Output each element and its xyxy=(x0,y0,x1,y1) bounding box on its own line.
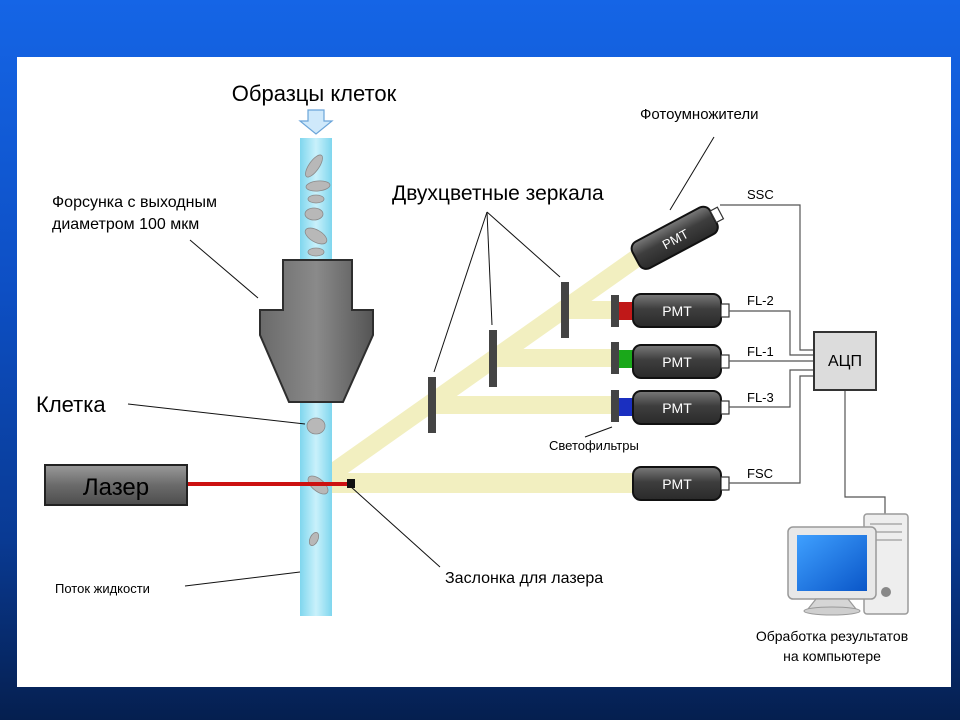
laser-body xyxy=(44,464,188,506)
nozzle-label-line2: диаметром 100 мкм xyxy=(52,216,199,233)
computer-label-line2: на компьютере xyxy=(783,648,881,664)
adc-box xyxy=(813,331,877,391)
channel-fsc-label: FSC xyxy=(747,466,773,481)
pmt-fl1-label: PMT xyxy=(662,354,692,370)
filter-fl1 xyxy=(619,350,633,368)
mirror-1 xyxy=(428,377,436,433)
cell-label: Клетка xyxy=(36,392,106,417)
filter-fl2 xyxy=(619,302,633,320)
optical-filters xyxy=(611,295,633,422)
pmt-ssc: PMT xyxy=(630,205,725,270)
nozzle-label-line1: Форсунка с выходным xyxy=(52,194,217,211)
pmt-fl2: PMT xyxy=(632,293,730,328)
pmt-fl2-label: PMT xyxy=(662,303,692,319)
dichroic-mirrors xyxy=(428,282,569,433)
mirror-2 xyxy=(489,330,497,387)
pmt-fl1: PMT xyxy=(632,344,730,379)
sample-input-arrow xyxy=(298,109,334,135)
photomultipliers-label: Фотоумножители xyxy=(640,106,758,123)
samples-label: Образцы клеток xyxy=(232,81,397,106)
channel-fl1-label: FL-1 xyxy=(747,344,774,359)
laser-stop xyxy=(347,479,355,488)
leader-lines xyxy=(127,136,715,587)
filter-fl2-holder xyxy=(611,295,619,327)
mirror-3 xyxy=(561,282,569,338)
light-paths xyxy=(312,242,654,493)
dichroic-mirrors-label: Двухцветные зеркала xyxy=(392,182,604,205)
laser-label: Лазер xyxy=(83,474,149,501)
filters-label: Светофильтры xyxy=(549,438,639,453)
signal-wires xyxy=(720,204,886,516)
cells-in-stream xyxy=(304,154,331,546)
pmt-fl3-label: PMT xyxy=(662,400,692,416)
filter-fl3 xyxy=(619,398,633,416)
filter-fl1-holder xyxy=(611,342,619,374)
computer-icon xyxy=(787,513,909,616)
filter-fl3-holder xyxy=(611,390,619,422)
pmt-fl3: PMT xyxy=(632,390,730,425)
channel-fl2-label: FL-2 xyxy=(747,293,774,308)
adc-label: АЦП xyxy=(828,353,862,370)
nozzle xyxy=(259,259,374,403)
pmt-fsc: PMT xyxy=(632,466,730,501)
laser-stop-label: Заслонка для лазера xyxy=(445,570,603,587)
channel-fl3-label: FL-3 xyxy=(747,390,774,405)
pmt-fsc-label: PMT xyxy=(662,476,692,492)
channel-ssc-label: SSC xyxy=(747,187,774,202)
fluid-flow-label: Поток жидкости xyxy=(55,581,150,596)
side-scatter-beam xyxy=(312,242,654,491)
computer-label-line1: Обработка результатов xyxy=(756,628,908,644)
